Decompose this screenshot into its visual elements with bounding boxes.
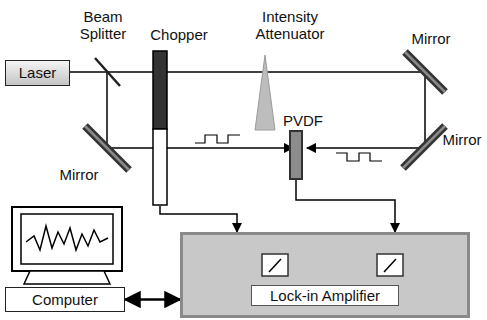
laser-beam [106,72,108,148]
svg-part [403,126,445,168]
meter-icon [376,253,404,277]
component-label: Intensity Attenuator [238,8,342,43]
meter-needle [269,259,281,272]
signal-connector [296,180,395,232]
laser-box: Laser [5,60,70,86]
node-text: Computer [32,291,98,308]
laser-beam [307,147,425,149]
signal-connector [125,298,180,301]
chopper-blade-open [153,129,167,205]
attenuator-wedge [255,55,275,130]
meter-needle [384,259,396,272]
svg-part [405,52,445,92]
mirror-symbol [403,126,445,168]
pvdf-film-body [290,131,302,179]
meter-face [377,254,403,276]
mirror-symbol [405,52,445,92]
node-text: Laser [19,64,57,81]
laser-beam [70,71,425,73]
chopper-blade [151,50,169,206]
component-label: Beam Splitter [68,8,138,43]
laser-beam [424,72,426,148]
pvdf-film [289,130,303,180]
svg-part [85,126,129,170]
laser-beam [107,147,293,149]
mirror-label: Mirror [406,30,456,47]
mirror-label: Mirror [440,131,484,148]
chopper-blade-dark [153,51,167,129]
svg-part [85,126,129,170]
lock-in-amplifier: Lock-in Amplifier [180,232,470,318]
svg-part [405,52,445,92]
mirror-symbol [85,126,129,170]
mirror-label: Mirror [54,166,104,183]
meter-icon [261,253,289,277]
beam-splitter [95,58,120,86]
screen-trace [26,226,108,250]
meter-face [262,254,288,276]
pvdf-detector: PVDF [275,112,331,180]
display-panel: Lock-in Amplifier [251,285,399,306]
monitor-stand [24,271,110,284]
node-text: Chopper [145,26,213,43]
node-text: PVDF [275,112,331,129]
signal-connector [160,206,237,232]
square-wave [195,135,240,143]
monitor-screen [21,214,113,264]
square-wave [336,153,382,161]
node-text: Lock-in Amplifier [270,287,380,304]
chopper: Chopper [145,26,213,206]
svg-part [403,126,445,168]
computer-box: Computer [5,287,125,312]
monitor-case [12,207,122,271]
